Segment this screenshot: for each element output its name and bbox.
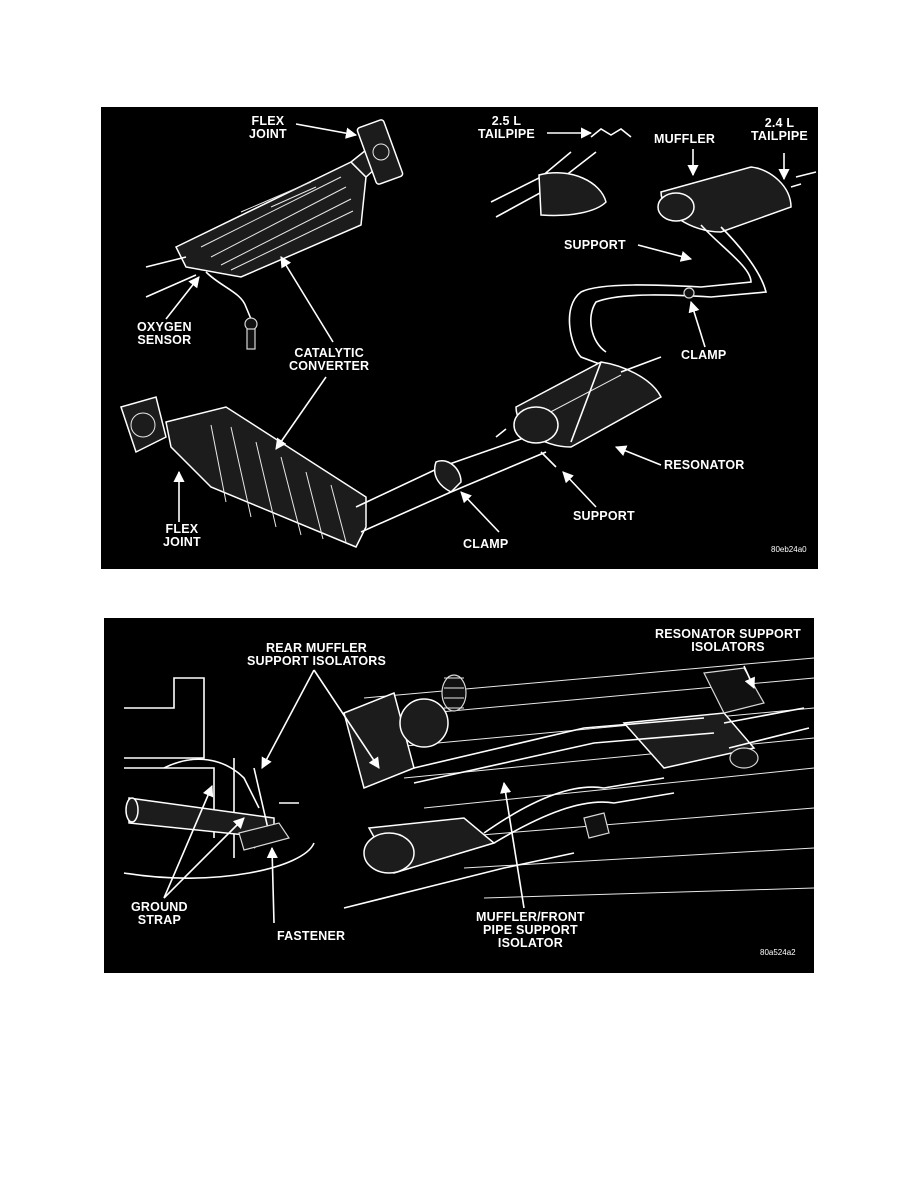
label-flex-joint-top: FLEX JOINT: [249, 114, 287, 141]
label-support-upper: SUPPORT: [564, 238, 626, 252]
label-ground-strap: GROUND STRAP: [131, 900, 188, 927]
label-2-4l-tailpipe: 2.4 L TAILPIPE: [751, 116, 808, 143]
figure-code: 80eb24a0: [771, 545, 807, 554]
figure-code-2: 80a524a2: [760, 948, 796, 957]
label-support-lower: SUPPORT: [573, 509, 635, 523]
label-flex-joint-bottom: FLEX JOINT: [163, 522, 201, 549]
upper-exhaust-pipes: [490, 128, 817, 373]
label-fastener: FASTENER: [277, 929, 346, 943]
underbody-exhaust: [343, 657, 814, 909]
exhaust-system-diagram: FLEX JOINT 2.5 L TAILPIPE MUFFLER 2.4 L …: [101, 107, 818, 569]
lower-exhaust-pipes: [355, 356, 662, 533]
support-isolators-drawing: [123, 657, 814, 924]
label-resonator-support-isolators: RESONATOR SUPPORT ISOLATORS: [655, 627, 802, 654]
label-muffler: MUFFLER: [654, 132, 716, 146]
label-clamp-lower: CLAMP: [463, 537, 509, 551]
leader-arrows-fig2: [163, 665, 755, 924]
label-2-5l-tailpipe: 2.5 L TAILPIPE: [478, 114, 535, 141]
label-oxygen-sensor: OXYGEN SENSOR: [137, 320, 192, 347]
label-muffler-front-pipe-support-isolator: MUFFLER/FRONT PIPE SUPPORT ISOLATOR: [476, 910, 585, 950]
label-resonator: RESONATOR: [664, 458, 745, 472]
support-isolators-diagram: REAR MUFFLER SUPPORT ISOLATORS RESONATOR…: [104, 618, 814, 973]
exhaust-system-drawing: [120, 119, 817, 548]
label-clamp-upper: CLAMP: [681, 348, 727, 362]
upper-catalytic-converter: [145, 119, 404, 350]
label-catalytic-converter: CATALYTIC CONVERTER: [289, 346, 370, 373]
label-rear-muffler-support-isolators: REAR MUFFLER SUPPORT ISOLATORS: [247, 641, 387, 668]
lower-catalytic-converter: [120, 396, 367, 548]
leader-arrows: [165, 123, 790, 533]
rear-body-structure: [123, 677, 315, 879]
